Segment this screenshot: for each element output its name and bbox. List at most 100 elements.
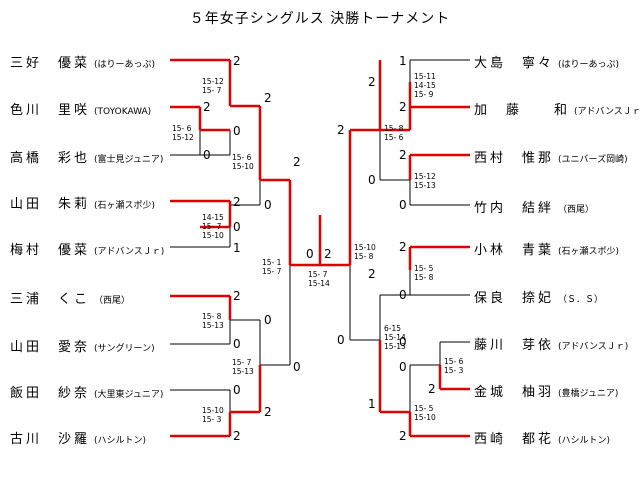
player-club: (アドバンスＪｒ) — [558, 342, 629, 352]
player-entry-right-5: 小林 青葉(石ヶ瀬スポ少) — [474, 239, 619, 258]
game-score: 2 — [264, 405, 272, 419]
player-club: (アドバンスＪｒ) — [574, 107, 640, 117]
player-entry-left-2: 色川 里咲(TOYOKAWA) — [10, 99, 151, 118]
player-name: 加 藤 和 — [474, 103, 571, 118]
game-score: 0 — [399, 198, 407, 212]
player-name: 山田 朱莉 — [10, 197, 91, 212]
player-club: (TOYOKAWA) — [94, 107, 152, 117]
player-club: （西尾） — [558, 205, 595, 215]
set-score: 15-12 15- 7 — [202, 77, 224, 95]
game-score: 1 — [233, 241, 241, 255]
player-name: 大島 寧々 — [474, 56, 555, 71]
game-score: 2 — [368, 267, 376, 281]
game-score: 0 — [233, 220, 241, 234]
game-score: 0 — [233, 383, 241, 397]
game-score: 0 — [264, 313, 272, 327]
game-score: 2 — [264, 91, 272, 105]
set-score: 15- 6 15-10 — [232, 153, 254, 171]
player-entry-right-6: 保良 捺妃（Ｓ．Ｓ） — [474, 287, 603, 306]
game-score: 2 — [324, 247, 332, 261]
set-score: 15- 7 15-13 — [232, 358, 254, 376]
player-entry-left-6: 三浦 くこ（西尾） — [10, 288, 130, 307]
player-club: (アドバンスＪｒ) — [94, 247, 165, 257]
game-score: 0 — [368, 173, 376, 187]
player-club: (豊橋ジュニア) — [558, 389, 619, 399]
player-club: (ハシルトン) — [558, 436, 611, 446]
game-score: 0 — [399, 288, 407, 302]
game-score: 2 — [428, 382, 436, 396]
player-name: 藤川 芽依 — [474, 338, 555, 353]
set-score: 15-12 15-13 — [414, 172, 436, 190]
page-title: ５年女子シングルス 決勝トーナメント — [189, 11, 451, 27]
game-score: 0 — [203, 148, 211, 162]
player-entry-right-2: 加 藤 和(アドバンスＪｒ) — [474, 99, 640, 118]
game-score: 0 — [399, 360, 407, 374]
player-entry-left-4: 山田 朱莉(石ヶ瀬スポ少) — [10, 193, 155, 212]
game-score: 0 — [293, 360, 301, 374]
set-score: 15- 6 15-12 — [172, 124, 194, 142]
game-score: 2 — [293, 155, 301, 169]
player-club: （西尾） — [94, 296, 131, 306]
player-entry-right-3: 西村 惟那(ユニバーズ岡崎) — [474, 147, 628, 166]
game-score: 2 — [399, 100, 407, 114]
player-entry-right-7: 藤川 芽依(アドバンスＪｒ) — [474, 334, 628, 353]
set-score: 15-11 14-15 15- 9 — [414, 72, 436, 99]
player-name: 梅村 優菜 — [10, 243, 91, 258]
player-club: (はりーあっぷ) — [558, 60, 620, 70]
set-score: 15- 5 15-10 — [414, 404, 436, 422]
set-score: 15- 8 15-13 — [202, 312, 224, 330]
player-name: 三浦 くこ — [10, 292, 91, 307]
player-name: 山田 愛奈 — [10, 340, 91, 355]
player-entry-left-3: 高橋 彩也(富士見ジュニア) — [10, 147, 163, 166]
set-score: 15- 6 15- 3 — [444, 357, 464, 375]
game-score: 2 — [233, 289, 241, 303]
game-score: 2 — [233, 54, 241, 68]
player-club: (はりーあっぷ) — [94, 60, 156, 70]
game-score: 2 — [203, 100, 211, 114]
player-name: 西崎 都花 — [474, 432, 555, 447]
player-entry-right-4: 竹内 結絆（西尾） — [474, 197, 594, 216]
set-score: 6-15 15-14 15-13 — [384, 324, 406, 351]
player-name: 竹内 結絆 — [474, 201, 555, 216]
game-score: 2 — [399, 148, 407, 162]
game-score: 2 — [337, 123, 345, 137]
player-name: 西村 惟那 — [474, 151, 555, 166]
set-score: 15- 5 15- 8 — [414, 264, 434, 282]
player-entry-left-8: 飯田 紗奈(大里東ジュニア) — [10, 382, 163, 401]
player-name: 色川 里咲 — [10, 103, 91, 118]
player-club: (サングリーン) — [94, 344, 155, 354]
game-score: 0 — [337, 333, 345, 347]
game-score: 2 — [399, 240, 407, 254]
player-club: (石ヶ瀬スポ少) — [558, 247, 620, 257]
game-score: 1 — [399, 54, 407, 68]
set-score: 14-15 15- 7 15-10 — [202, 213, 224, 240]
player-entry-left-9: 古川 沙羅(ハシルトン) — [10, 428, 146, 447]
player-entry-left-1: 三好 優菜(はりーあっぷ) — [10, 52, 155, 71]
player-name: 古川 沙羅 — [10, 432, 91, 447]
player-entry-right-1: 大島 寧々(はりーあっぷ) — [474, 52, 619, 71]
game-score: 2 — [233, 429, 241, 443]
player-name: 三好 優菜 — [10, 56, 91, 71]
game-score: 2 — [368, 75, 376, 89]
game-score: 0 — [264, 198, 272, 212]
set-score: 15- 7 15-14 — [308, 270, 330, 288]
player-club: (大里東ジュニア) — [94, 390, 164, 400]
player-entry-right-8: 金城 柚羽(豊橋ジュニア) — [474, 381, 618, 400]
player-club: (ユニバーズ岡崎) — [558, 155, 628, 165]
player-entry-right-9: 西崎 都花(ハシルトン) — [474, 428, 610, 447]
game-score: 0 — [399, 335, 407, 349]
player-club: （Ｓ．Ｓ） — [558, 295, 604, 305]
player-name: 飯田 紗奈 — [10, 386, 91, 401]
game-score: 2 — [399, 429, 407, 443]
player-entry-left-7: 山田 愛奈(サングリーン) — [10, 336, 155, 355]
game-score: 1 — [368, 397, 376, 411]
game-score: 0 — [306, 247, 314, 261]
game-score: 0 — [233, 124, 241, 138]
player-name: 高橋 彩也 — [10, 151, 91, 166]
player-club: (富士見ジュニア) — [94, 155, 164, 165]
set-score: 15-10 15- 8 — [354, 243, 376, 261]
player-name: 金城 柚羽 — [474, 385, 555, 400]
set-score: 15- 8 15- 6 — [384, 124, 404, 142]
game-score: 2 — [233, 195, 241, 209]
